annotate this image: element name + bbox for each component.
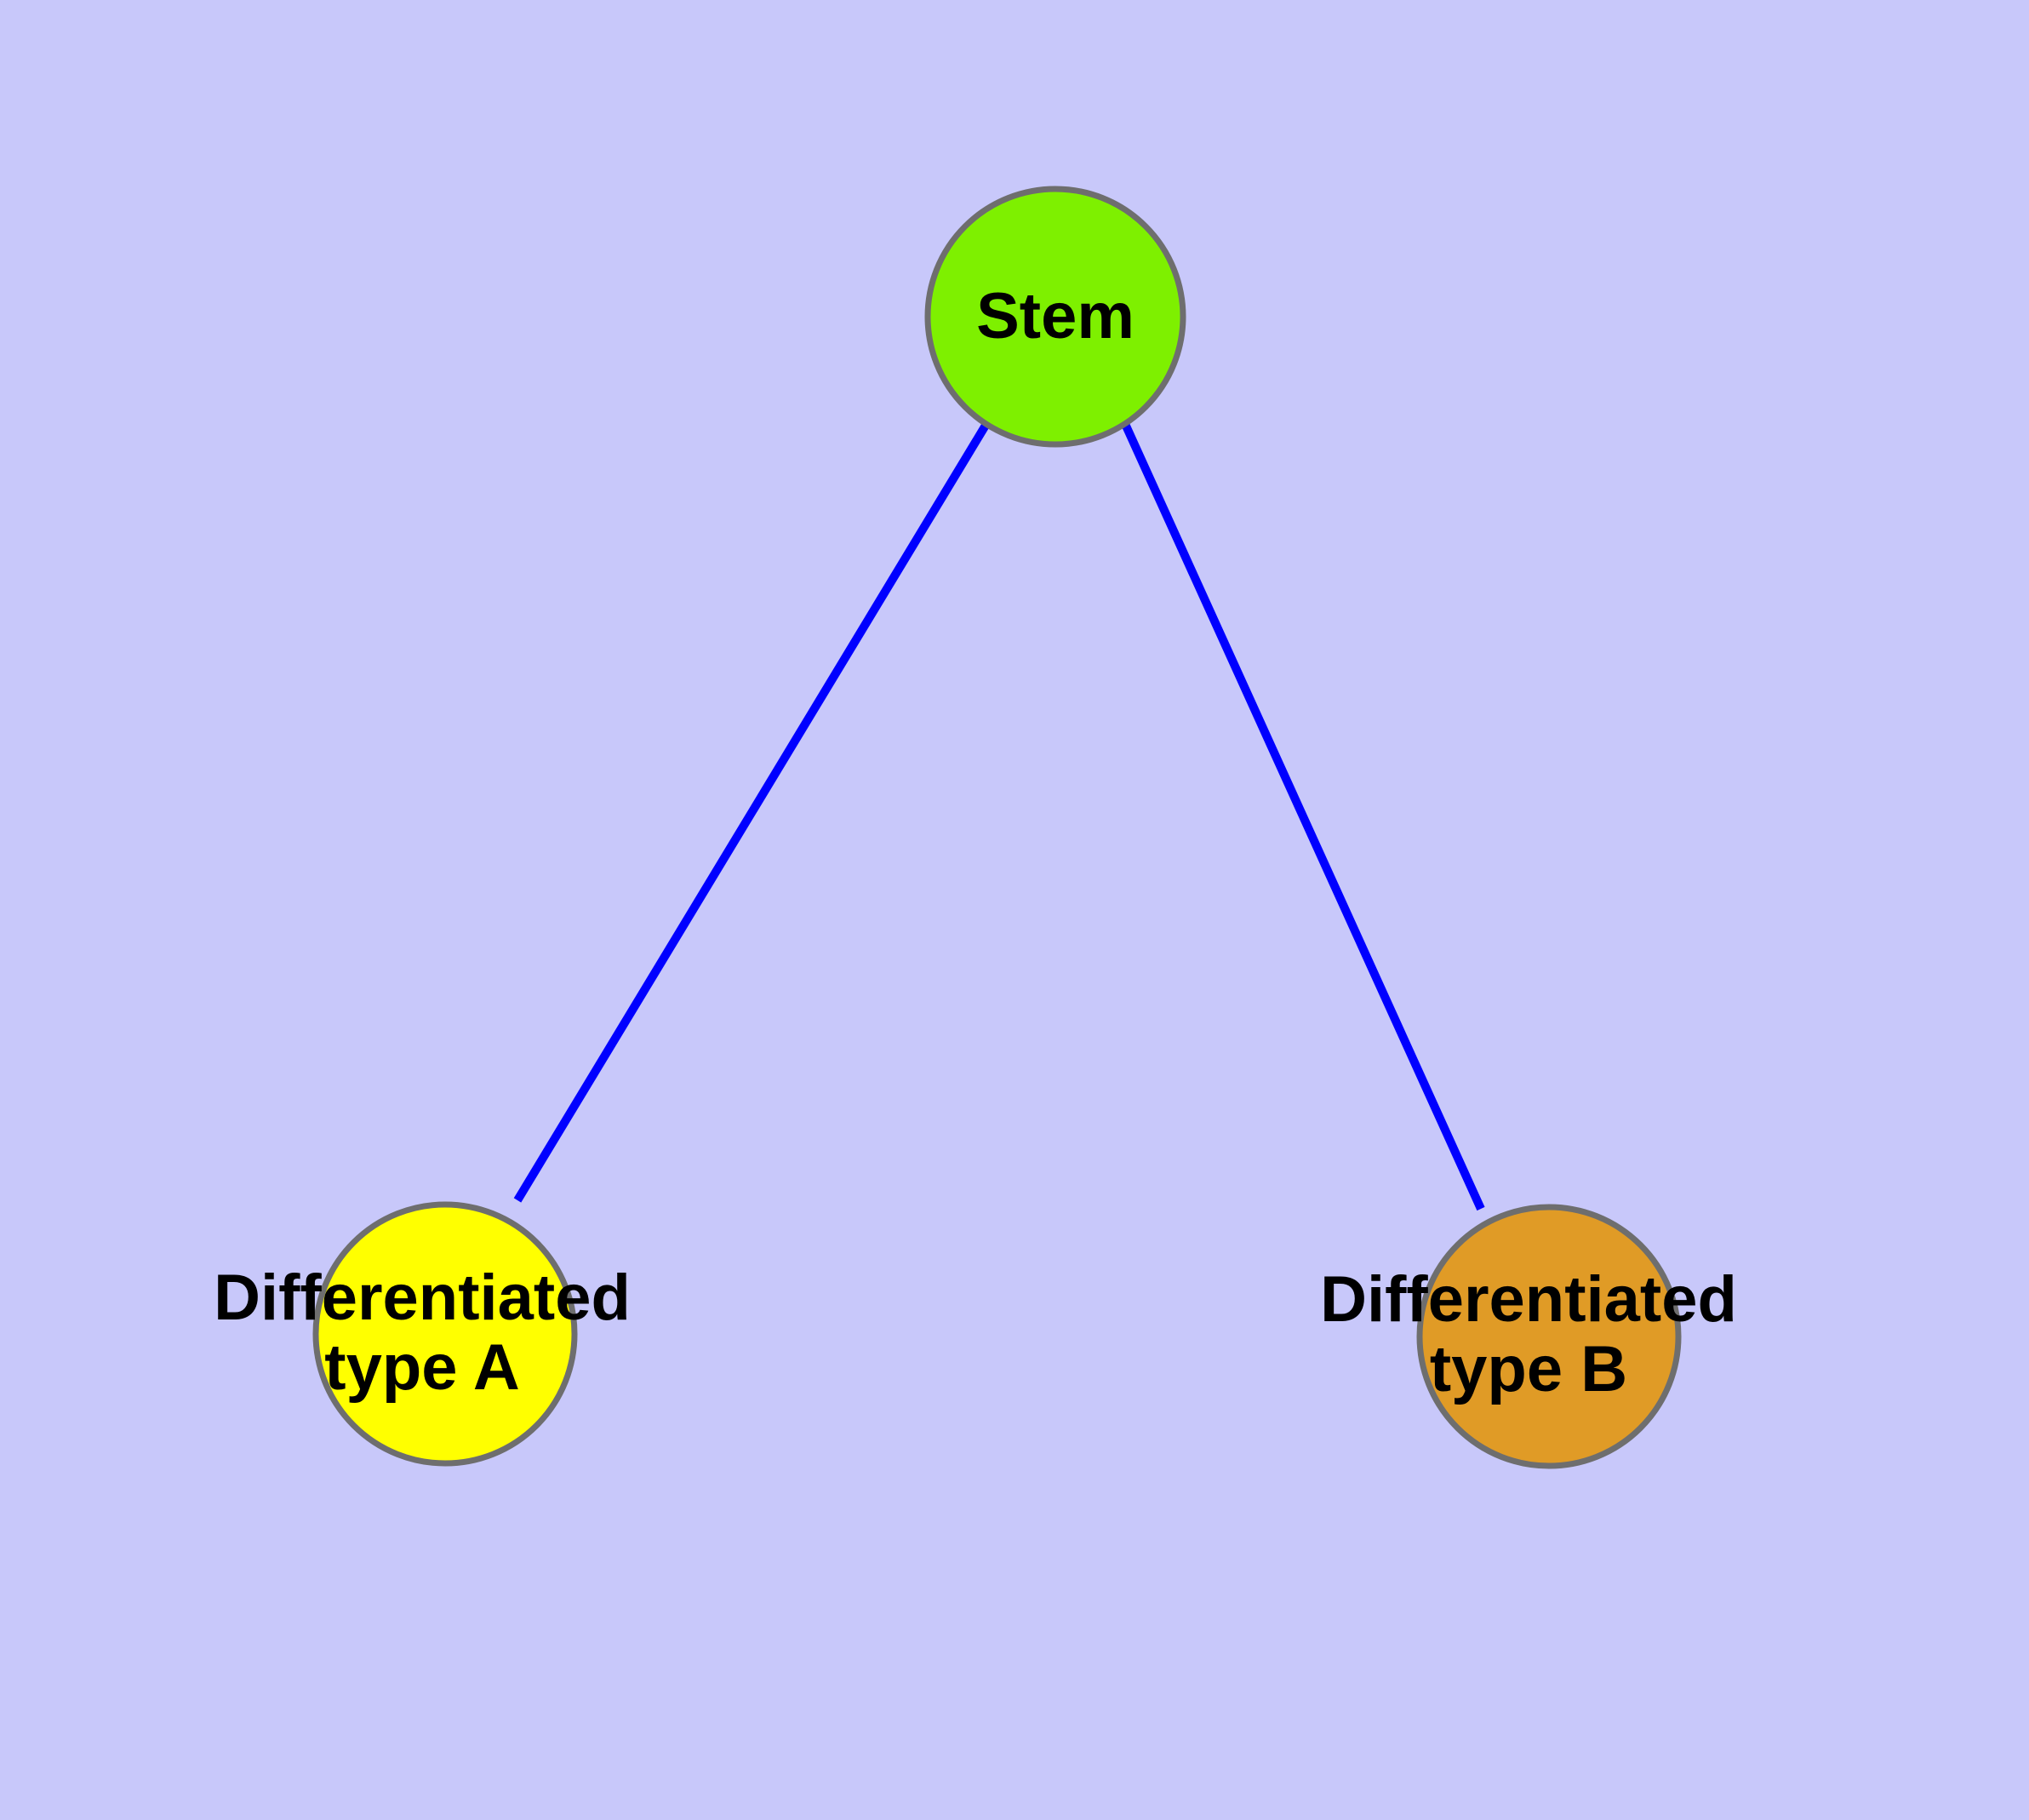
edge-stem-to-diff-b[interactable] [1121, 421, 1485, 1211]
node-circle-diff-a[interactable] [312, 1201, 578, 1467]
node-circle-stem[interactable] [924, 186, 1186, 448]
edges-layer [513, 421, 1485, 1211]
node-circle-diff-b[interactable] [1416, 1204, 1682, 1469]
edge-stem-to-diff-a[interactable] [513, 421, 991, 1203]
nodes-layer [312, 186, 1682, 1469]
